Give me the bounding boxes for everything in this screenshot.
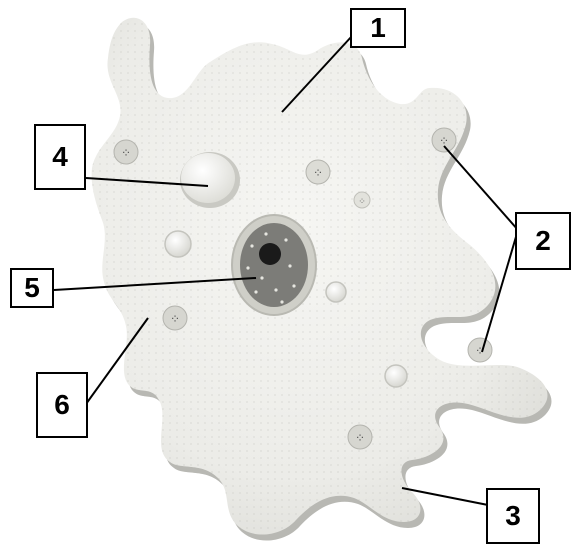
label-3-text: 3 bbox=[505, 500, 521, 532]
svg-text:⁘: ⁘ bbox=[439, 134, 449, 148]
label-2: 2 bbox=[515, 212, 571, 270]
label-6-text: 6 bbox=[54, 389, 70, 421]
ectoplasm-texture bbox=[92, 18, 548, 535]
label-1: 1 bbox=[350, 8, 406, 48]
vacuole-small bbox=[385, 365, 407, 387]
label-5: 5 bbox=[10, 268, 54, 308]
label-1-text: 1 bbox=[370, 12, 386, 44]
label-4: 4 bbox=[34, 124, 86, 190]
food-vacuole: ⁘ bbox=[354, 192, 370, 208]
label-5-text: 5 bbox=[24, 272, 40, 304]
food-vacuole: ⁘ bbox=[468, 338, 492, 362]
svg-text:⁘: ⁘ bbox=[121, 146, 131, 160]
food-vacuole: ⁘ bbox=[114, 140, 138, 164]
label-3: 3 bbox=[486, 488, 540, 544]
label-2-text: 2 bbox=[535, 225, 551, 257]
svg-text:⁘: ⁘ bbox=[355, 431, 365, 445]
label-4-text: 4 bbox=[52, 141, 68, 173]
vacuole-small bbox=[326, 282, 346, 302]
nucleolus bbox=[259, 243, 281, 265]
food-vacuole: ⁘ bbox=[306, 160, 330, 184]
food-vacuole: ⁘ bbox=[432, 128, 456, 152]
contractile-vacuole-inner bbox=[181, 153, 235, 203]
nucleus bbox=[232, 215, 316, 315]
label-6: 6 bbox=[36, 372, 88, 438]
svg-text:⁘: ⁘ bbox=[170, 312, 180, 326]
svg-text:⁘: ⁘ bbox=[358, 197, 366, 207]
vacuole-small bbox=[165, 231, 191, 257]
svg-text:⁘: ⁘ bbox=[313, 166, 323, 180]
food-vacuole: ⁘ bbox=[348, 425, 372, 449]
leader-line-2a bbox=[444, 146, 518, 230]
food-vacuole: ⁘ bbox=[163, 306, 187, 330]
